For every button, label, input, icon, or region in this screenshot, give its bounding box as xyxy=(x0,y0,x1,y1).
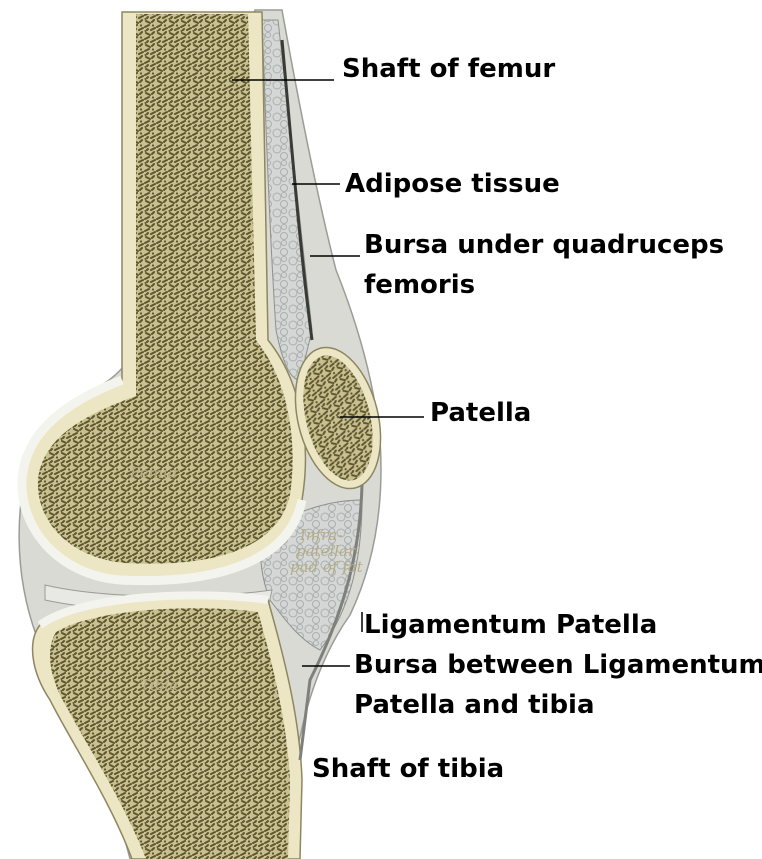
bursa-tibia-label-line2: Patella and tibia xyxy=(354,688,595,722)
infrapatellar-faint-label-3: pad of fat xyxy=(290,558,364,576)
shaft-of-tibia-label: Shaft of tibia xyxy=(312,752,504,786)
tibia-faint-label: Tibia xyxy=(140,676,178,694)
shaft-of-femur-label: Shaft of femur xyxy=(342,52,555,86)
tibia xyxy=(50,608,290,859)
bursa-quadriceps-label-line2: femoris xyxy=(364,268,475,302)
femur-faint-label: Femur xyxy=(129,464,180,482)
ligamentum-patella-label: Ligamentum Patella xyxy=(364,608,657,642)
patella-label: Patella xyxy=(430,396,531,430)
adipose-tissue-label: Adipose tissue xyxy=(345,167,560,201)
bursa-tibia-label-line1: Bursa between Ligamentum xyxy=(354,648,762,682)
bursa-quadriceps-label-line1: Bursa under quadruceps xyxy=(364,228,724,262)
